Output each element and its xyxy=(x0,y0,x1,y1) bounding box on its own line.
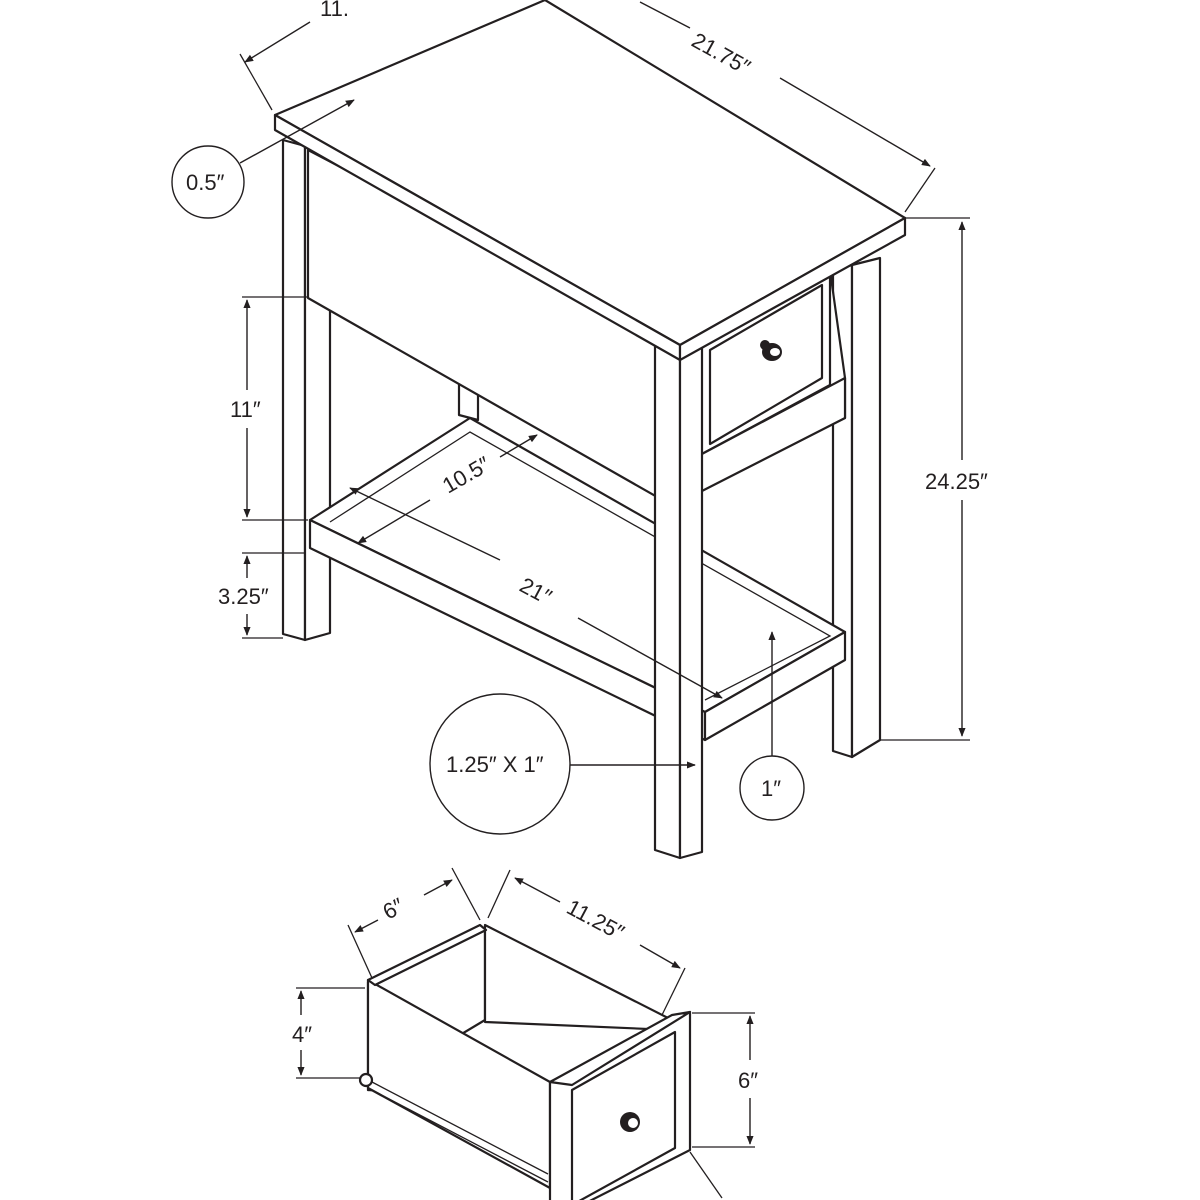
drawer-bottom-extension xyxy=(689,1151,723,1199)
drawer-drawing xyxy=(358,923,692,1200)
drawer-knob-icon xyxy=(760,340,782,361)
drawer-depth-line-a xyxy=(514,877,561,903)
shelf-depth-line-b xyxy=(499,434,538,458)
drawer-runner-wheel xyxy=(358,1072,374,1088)
drawer-front-knob-icon xyxy=(620,1112,640,1132)
drawer-width-line-b xyxy=(423,879,453,896)
top-thickness-leader xyxy=(239,99,355,164)
front-leg-side xyxy=(678,343,704,860)
top-width-label: 21.75″ xyxy=(688,28,755,80)
top-thickness-circle xyxy=(171,145,245,219)
leg-size-label: 1.25″ X 1″ xyxy=(446,752,544,777)
drawer-front-height-label: 6″ xyxy=(738,1068,758,1093)
drawer-right-wall xyxy=(483,923,674,1032)
tabletop-side-edge xyxy=(678,216,907,362)
front-leg xyxy=(653,343,682,860)
drawer-runner-line-b xyxy=(371,1089,549,1183)
drawer-runner-line-a xyxy=(371,1081,549,1175)
drawer-width-extension-right xyxy=(451,867,481,921)
shelf-depth-line-a xyxy=(357,499,431,544)
back-right-leg-side xyxy=(850,256,882,759)
drawer-width-extension-left xyxy=(347,924,373,979)
drawer-back-top-edge xyxy=(366,923,488,987)
shelf-width-line-b xyxy=(577,617,723,699)
top-depth-extension xyxy=(239,53,273,111)
drawer-width-line-a xyxy=(354,919,379,933)
end-table-drawing xyxy=(273,0,907,860)
shelf-side-edge xyxy=(703,630,847,742)
drawer-width-label: 6″ xyxy=(379,893,409,925)
leg-size-circle xyxy=(429,693,571,835)
drawer-depth-label: 11.25″ xyxy=(563,894,629,945)
back-left-leg xyxy=(281,138,307,642)
total-height-label: 24.25″ xyxy=(925,469,988,494)
drawer-front-top-edge xyxy=(548,1010,692,1087)
drawer-depth-extension-right xyxy=(661,967,686,1016)
drawer-depth-extension-left xyxy=(487,869,511,919)
shelf-thickness-label: 1″ xyxy=(761,776,781,801)
top-depth-label: 11. xyxy=(320,0,349,21)
shelf-clearance-label: 3.25″ xyxy=(218,584,269,609)
upper-opening-label: 11″ xyxy=(230,397,261,422)
drawer-depth-line-b xyxy=(639,944,681,969)
drawer-front xyxy=(708,283,824,446)
top-width-dimension-line-b xyxy=(779,77,931,167)
shelf-inner-edge xyxy=(329,431,832,701)
shelf-width-line-a xyxy=(349,487,501,561)
top-width-extension xyxy=(904,167,936,213)
drawer-inner-height-label: 4″ xyxy=(292,1022,312,1047)
top-thickness-label: 0.5″ xyxy=(186,170,225,195)
top-depth-dimension-line xyxy=(244,21,311,63)
top-width-dimension-line-a xyxy=(639,1,691,29)
